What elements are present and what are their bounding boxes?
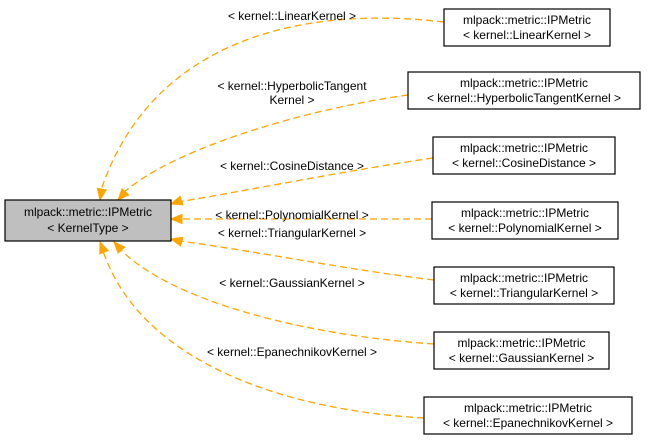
specialization-node[interactable]: mlpack::metric::IPMetric< kernel::Epanec… — [423, 396, 633, 435]
specialization-node-line2: < kernel::TriangularKernel > — [450, 286, 598, 300]
specialization-node[interactable]: mlpack::metric::IPMetric< kernel::Gaussi… — [433, 331, 610, 370]
specialization-node-line1: mlpack::metric::IPMetric — [460, 141, 588, 155]
inheritance-edge — [179, 240, 435, 281]
arrowhead-icon — [169, 213, 183, 225]
specialization-node[interactable]: mlpack::metric::IPMetric< kernel::Triang… — [433, 266, 615, 305]
arrowhead-icon — [169, 236, 184, 247]
arrowhead-icon — [113, 241, 126, 255]
specialization-node-line1: mlpack::metric::IPMetric — [457, 336, 585, 350]
edge-label: < kernel::LinearKernel > — [228, 9, 356, 23]
inheritance-edge — [119, 248, 435, 345]
inheritance-edge — [102, 250, 425, 419]
specialization-node-box[interactable] — [433, 266, 615, 305]
specialization-node-line2: < kernel::PolynomialKernel > — [448, 221, 601, 235]
inheritance-edge — [99, 17, 445, 194]
specialization-node[interactable]: mlpack::metric::IPMetric< kernel::Polyno… — [431, 201, 619, 240]
specialization-node-box[interactable] — [407, 71, 641, 110]
specialization-node-box[interactable] — [433, 331, 610, 370]
specialization-node-line2: < kernel::HyperbolicTangentKernel > — [427, 91, 621, 105]
edge-label: < kernel::PolynomialKernel > — [215, 208, 368, 222]
edge-label: < kernel::EpanechnikovKernel > — [207, 345, 377, 359]
inheritance-edge — [177, 157, 434, 203]
specialization-node-line1: mlpack::metric::IPMetric — [461, 206, 589, 220]
edges-layer — [96, 17, 445, 419]
edge-label: < kernel::CosineDistance > — [220, 159, 364, 173]
specialization-node[interactable]: mlpack::metric::IPMetric< kernel::Cosine… — [432, 136, 616, 175]
specialization-node-box[interactable] — [431, 201, 619, 240]
labels-layer: < kernel::LinearKernel >< kernel::Hyperb… — [207, 9, 377, 359]
specialization-node-box[interactable] — [423, 396, 633, 435]
specialization-node-line2: < kernel::CosineDistance > — [452, 156, 596, 170]
base-node-line1: mlpack::metric::IPMetric — [24, 205, 152, 219]
arrowhead-icon — [117, 187, 130, 201]
arrowhead-icon — [96, 187, 108, 202]
base-node-box[interactable] — [4, 199, 172, 242]
specialization-node-line1: mlpack::metric::IPMetric — [464, 401, 592, 415]
edge-label: Kernel > — [269, 93, 314, 107]
base-node-line2: < KernelType > — [47, 221, 128, 235]
specialization-node-line1: mlpack::metric::IPMetric — [463, 13, 591, 27]
arrowhead-icon — [169, 195, 184, 206]
specialization-node-line1: mlpack::metric::IPMetric — [460, 271, 588, 285]
edge-label: < kernel::TriangularKernel > — [218, 226, 366, 240]
specialization-node-line1: mlpack::metric::IPMetric — [460, 76, 588, 90]
specialization-node-line2: < kernel::EpanechnikovKernel > — [443, 416, 613, 430]
specialization-node-line2: < kernel::LinearKernel > — [463, 28, 591, 42]
base-node[interactable]: mlpack::metric::IPMetric < KernelType > — [4, 199, 172, 242]
specialization-node[interactable]: mlpack::metric::IPMetric< kernel::Hyperb… — [407, 71, 641, 110]
specialization-node-box[interactable] — [432, 136, 616, 175]
arrowhead-icon — [99, 240, 110, 255]
nodes-layer: mlpack::metric::IPMetric < KernelType > … — [4, 8, 641, 435]
specialization-node-line2: < kernel::GaussianKernel > — [449, 351, 594, 365]
specialization-node[interactable]: mlpack::metric::IPMetric< kernel::Linear… — [443, 8, 611, 47]
inheritance-edge — [121, 94, 409, 195]
edge-label: < kernel::GaussianKernel > — [219, 276, 364, 290]
edge-label: < kernel::HyperbolicTangent — [217, 79, 367, 93]
specialization-node-box[interactable] — [443, 8, 611, 47]
